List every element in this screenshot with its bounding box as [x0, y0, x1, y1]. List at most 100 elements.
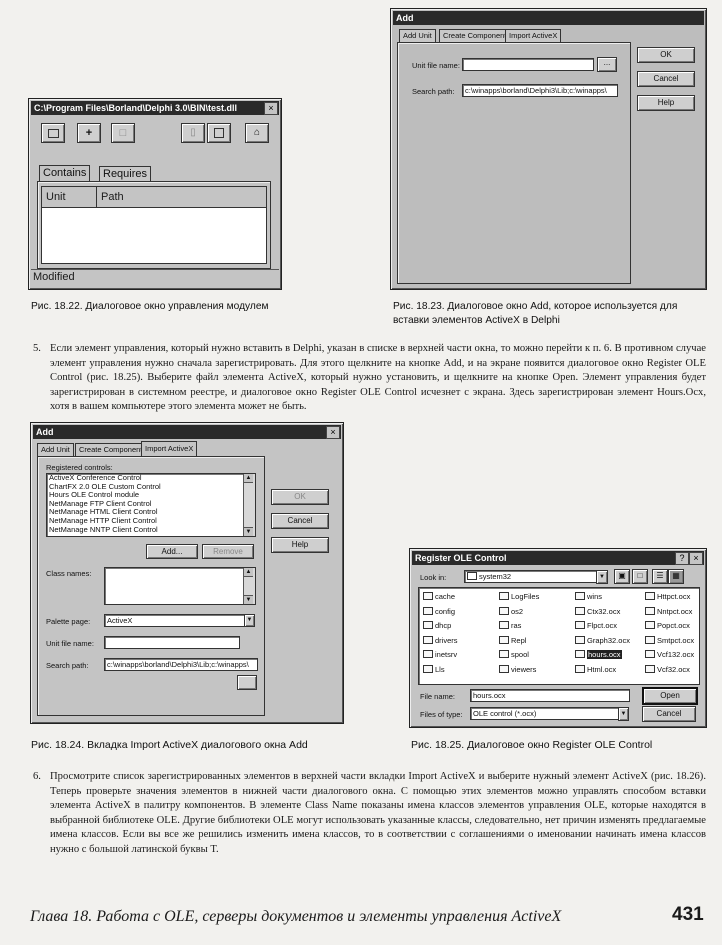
tab-import-activex[interactable]: Import ActiveX: [505, 29, 562, 42]
file-item[interactable]: Popct.ocx: [645, 621, 690, 630]
tab-import-activex[interactable]: Import ActiveX: [141, 441, 198, 456]
file-item[interactable]: Httpct.ocx: [645, 592, 690, 601]
details-view-icon[interactable]: ▦: [668, 569, 684, 584]
ok-button[interactable]: OK: [637, 47, 695, 63]
ok-button[interactable]: OK: [271, 489, 329, 505]
files-of-type-label: Files of type:: [420, 710, 463, 719]
look-in-select[interactable]: system32: [464, 570, 598, 583]
minus-icon: □: [119, 127, 127, 139]
tab-requires[interactable]: Requires: [99, 166, 152, 181]
add-button[interactable]: +: [77, 123, 101, 143]
remove-button[interactable]: □: [111, 123, 135, 143]
folder-item[interactable]: dhcp: [423, 621, 451, 630]
chevron-down-icon[interactable]: ▼: [244, 614, 255, 627]
list-item[interactable]: NetManage HTML Client Control: [49, 507, 158, 517]
column-header-path[interactable]: Path: [97, 187, 266, 208]
tab-create-component[interactable]: Create Component: [75, 443, 147, 456]
file-item[interactable]: wins: [575, 592, 602, 601]
file-item-label: ras: [511, 621, 522, 630]
tab-add-unit[interactable]: Add Unit: [37, 443, 74, 456]
folder-item[interactable]: ras: [499, 621, 521, 630]
list-item[interactable]: NetManage FTP Client Control: [49, 498, 152, 508]
help-icon[interactable]: ?: [675, 552, 689, 565]
close-icon[interactable]: ×: [689, 552, 703, 565]
tab-contains[interactable]: Contains: [39, 165, 91, 181]
unit-file-input[interactable]: [104, 636, 240, 649]
folder-item[interactable]: Repl: [499, 635, 526, 645]
file-item-label: viewers: [511, 664, 537, 674]
search-path-input[interactable]: c:\winapps\borland\Delphi3\Lib;c:\winapp…: [462, 84, 618, 97]
registered-controls-list[interactable]: ActiveX Conference Control ChartFX 2.0 O…: [46, 473, 256, 537]
install-button[interactable]: [207, 123, 231, 143]
list-item[interactable]: ActiveX Conference Control: [49, 473, 142, 482]
file-item-label: Flpct.ocx: [587, 621, 618, 630]
class-names-box[interactable]: ▲▼: [104, 567, 256, 605]
list-item[interactable]: Hours OLE Control module: [49, 490, 140, 500]
file-item-label: Smtpct.ocx: [657, 635, 695, 645]
file-item[interactable]: hours.ocx: [575, 650, 622, 659]
file-item[interactable]: Flpct.ocx: [575, 621, 617, 630]
file-item-label: drivers: [435, 635, 458, 645]
list-item[interactable]: NetManage NNTP Client Control: [49, 524, 158, 534]
help-button[interactable]: Help: [637, 95, 695, 111]
browse-button[interactable]: ...: [597, 57, 617, 72]
new-folder-icon[interactable]: □: [632, 569, 648, 584]
close-icon[interactable]: ×: [326, 426, 340, 439]
folder-item[interactable]: config: [423, 606, 455, 616]
up-folder-icon[interactable]: ▣: [614, 569, 630, 584]
folder-item[interactable]: cache: [423, 592, 455, 601]
browse-button[interactable]: [237, 675, 257, 690]
file-item[interactable]: Nntpct.ocx: [645, 606, 692, 616]
file-item-label: spool: [511, 650, 529, 659]
search-path-input[interactable]: c:\winapps\borland\Delphi3\Lib;c:\winapp…: [104, 658, 258, 671]
palette-page-select[interactable]: ActiveX: [104, 614, 246, 627]
file-name-input[interactable]: hours.ocx: [470, 689, 630, 702]
list-view-icon[interactable]: ☰: [652, 569, 668, 584]
file-item[interactable]: Vcf32.ocx: [645, 664, 690, 674]
remove-control-button[interactable]: Remove: [202, 544, 254, 559]
file-item[interactable]: Ctx32.ocx: [575, 606, 620, 616]
cancel-button[interactable]: Cancel: [642, 706, 696, 722]
tab-add-unit[interactable]: Add Unit: [399, 29, 436, 42]
folder-item[interactable]: drivers: [423, 635, 458, 645]
cancel-button[interactable]: Cancel: [271, 513, 329, 529]
file-icon: [575, 664, 585, 673]
unit-file-input[interactable]: [462, 58, 594, 71]
compile-button[interactable]: [41, 123, 65, 143]
open-button[interactable]: Open: [642, 687, 698, 705]
folder-item[interactable]: LogFiles: [499, 592, 539, 601]
tab-create-component[interactable]: Create Component: [439, 29, 511, 42]
chevron-down-icon[interactable]: ▼: [618, 707, 629, 721]
file-item[interactable]: Html.ocx: [575, 664, 616, 674]
file-item[interactable]: Vcf132.ocx: [645, 650, 694, 659]
close-icon[interactable]: ×: [264, 102, 278, 115]
scroll-down-icon[interactable]: ▼: [244, 595, 253, 604]
window-title: Register OLE Control: [412, 551, 704, 565]
column-header-unit[interactable]: Unit: [42, 187, 97, 208]
folder-item[interactable]: os2: [499, 606, 523, 616]
add-control-button[interactable]: Add...: [146, 544, 198, 559]
list-number: 6.: [33, 771, 41, 782]
folder-item[interactable]: spool: [499, 650, 529, 659]
folder-item[interactable]: inetsrv: [423, 650, 457, 659]
file-item[interactable]: Graph32.ocx: [575, 635, 630, 645]
help-button[interactable]: Help: [271, 537, 329, 553]
scroll-up-icon[interactable]: ▲: [244, 474, 253, 483]
folder-item[interactable]: viewers: [499, 664, 537, 674]
scrollbar[interactable]: ▲▼: [243, 474, 255, 536]
file-item[interactable]: Smtpct.ocx: [645, 635, 695, 645]
scroll-up-icon[interactable]: ▲: [244, 568, 253, 577]
options-button[interactable]: ▯: [181, 123, 205, 143]
scrollbar[interactable]: ▲▼: [243, 568, 255, 604]
folder-item[interactable]: Lls: [423, 664, 445, 674]
file-item-label: LogFiles: [511, 592, 540, 601]
list-item[interactable]: ChartFX 2.0 OLE Custom Control: [49, 481, 161, 491]
update-button[interactable]: ⌂: [245, 123, 269, 143]
file-item-label: cache: [435, 592, 456, 601]
list-item[interactable]: NetManage HTTP Client Control: [49, 515, 157, 525]
chevron-down-icon[interactable]: ▼: [596, 570, 608, 584]
files-of-type-select[interactable]: OLE control (*.ocx): [470, 707, 620, 720]
scroll-down-icon[interactable]: ▼: [244, 527, 253, 536]
cancel-button[interactable]: Cancel: [637, 71, 695, 87]
